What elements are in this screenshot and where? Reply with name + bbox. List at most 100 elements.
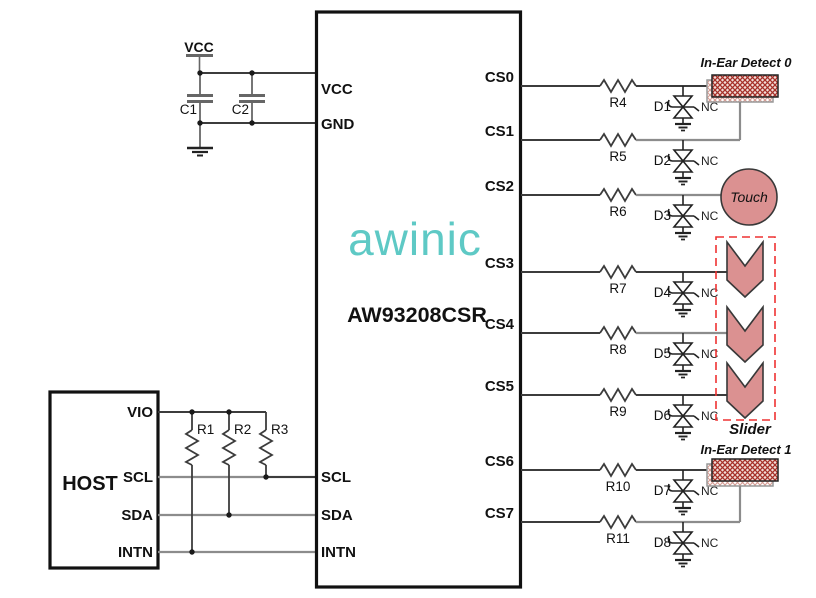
channel-cs2: R6 D3 NC bbox=[521, 187, 722, 241]
d4-nc-label: NC bbox=[701, 286, 719, 300]
touch-label: Touch bbox=[730, 189, 768, 205]
d1-label: D1 bbox=[654, 99, 671, 114]
d4-bar-curl bbox=[667, 285, 673, 294]
d7-bar-curl bbox=[667, 483, 673, 492]
d7-nc-tick bbox=[693, 490, 700, 496]
host-block: HOST VIO SCL SDA INTN bbox=[48, 390, 160, 570]
ic-pin-cs0: CS0 bbox=[485, 69, 514, 86]
ic-pin-intn: INTN bbox=[321, 544, 356, 561]
ic-pin-sda: SDA bbox=[321, 507, 353, 524]
d8-nc-label: NC bbox=[701, 536, 719, 550]
junction-dot bbox=[189, 409, 195, 415]
junction-dot bbox=[189, 549, 195, 555]
d2-triangle-top bbox=[672, 149, 694, 163]
d3-nc-label: NC bbox=[701, 209, 719, 223]
ic-pin-cs4: CS4 bbox=[485, 316, 515, 333]
c2-label: C2 bbox=[232, 102, 249, 117]
resistor-r1: R1 bbox=[184, 412, 214, 552]
host-pin-intn: INTN bbox=[118, 544, 153, 561]
d8-triangle-top bbox=[672, 531, 694, 545]
d7-triangle-bottom bbox=[672, 489, 694, 503]
in-ear-1-front-electrode bbox=[711, 458, 779, 482]
d5-nc-tick bbox=[693, 353, 700, 359]
d6-label: D6 bbox=[654, 408, 671, 423]
ic-pin-cs7: CS7 bbox=[485, 505, 514, 522]
power-section: VCC C1 C2 bbox=[180, 39, 316, 157]
touch-circle bbox=[720, 168, 778, 226]
channel-cs0: R4 D1 NC bbox=[521, 78, 719, 132]
resistor-r7-zigzag bbox=[599, 264, 637, 280]
channel-cs1: R5 D2 NC bbox=[521, 132, 740, 186]
resistor-r8-zigzag bbox=[599, 325, 637, 341]
d3-bar-curl bbox=[667, 208, 673, 217]
d2-bar-curl bbox=[667, 153, 673, 162]
r2-label: R2 bbox=[234, 422, 251, 437]
in-ear-detect-1-pad: In-Ear Detect 1 bbox=[700, 442, 792, 522]
d6-bar-curl bbox=[667, 408, 673, 417]
in-ear-detect-0-pad: In-Ear Detect 0 bbox=[700, 55, 792, 140]
d7-nc-label: NC bbox=[701, 484, 719, 498]
host-pin-sda: SDA bbox=[121, 507, 153, 524]
in-ear-detect-1-label: In-Ear Detect 1 bbox=[700, 442, 791, 457]
d5-bar-curl bbox=[667, 346, 673, 355]
d6-triangle-top bbox=[672, 404, 694, 418]
r4-label: R4 bbox=[609, 95, 627, 110]
d1-triangle-top bbox=[672, 95, 694, 109]
d4-label: D4 bbox=[654, 285, 672, 300]
d3-triangle-top bbox=[672, 204, 694, 218]
touch-sensor: Touch bbox=[720, 168, 778, 226]
c1-label: C1 bbox=[180, 102, 197, 117]
d6-nc-tick bbox=[693, 415, 700, 421]
r1-zigzag bbox=[184, 429, 200, 466]
awinic-logo: awinic bbox=[348, 213, 482, 265]
ic-pin-gnd: GND bbox=[321, 116, 355, 133]
d1-nc-tick bbox=[693, 106, 700, 112]
slider-chevron-1 bbox=[726, 239, 764, 299]
d3-triangle-bottom bbox=[672, 214, 694, 228]
junction-dot bbox=[226, 512, 232, 518]
d8-nc-tick bbox=[693, 542, 700, 548]
ic-pin-scl: SCL bbox=[321, 469, 351, 486]
r7-label: R7 bbox=[609, 281, 626, 296]
power-ground-symbol bbox=[187, 123, 213, 157]
d8-triangle-bottom bbox=[672, 541, 694, 555]
d1-bar-curl bbox=[667, 99, 673, 108]
capacitor-c2: C2 bbox=[232, 73, 265, 123]
ic-pin-vcc: VCC bbox=[321, 81, 353, 98]
ic-block: awinic AW93208CSR VCC GND SCL SDA INTN C… bbox=[314, 10, 523, 589]
d5-nc-label: NC bbox=[701, 347, 719, 361]
tvs-diode-d1: D1 NC bbox=[654, 86, 719, 132]
capacitor-c1: C1 bbox=[180, 73, 213, 123]
d5-label: D5 bbox=[654, 346, 671, 361]
resistor-r11-zigzag bbox=[599, 514, 637, 530]
d2-triangle-bottom bbox=[672, 159, 694, 173]
tvs-diode-d2: D2 NC bbox=[654, 140, 719, 186]
junction-dot bbox=[263, 474, 269, 480]
junction-dot bbox=[249, 120, 255, 126]
junction-dot bbox=[197, 120, 203, 126]
host-pin-vio: VIO bbox=[127, 404, 153, 421]
ic-pin-cs6: CS6 bbox=[485, 453, 514, 470]
vcc-supply-label: VCC bbox=[184, 39, 214, 55]
r3-label: R3 bbox=[271, 422, 288, 437]
r11-label: R11 bbox=[606, 531, 630, 546]
d5-triangle-bottom bbox=[672, 352, 694, 366]
r6-label: R6 bbox=[609, 204, 626, 219]
slider-dashed-outline bbox=[715, 236, 776, 421]
slider-chevron-2 bbox=[726, 304, 764, 364]
r1-label: R1 bbox=[197, 422, 214, 437]
d7-label: D7 bbox=[654, 483, 671, 498]
d8-label: D8 bbox=[654, 535, 671, 550]
d6-triangle-bottom bbox=[672, 414, 694, 428]
ic-pin-cs3: CS3 bbox=[485, 255, 514, 272]
r10-label: R10 bbox=[606, 479, 631, 494]
tvs-diode-d5: D5 NC bbox=[654, 333, 719, 379]
r9-label: R9 bbox=[609, 404, 626, 419]
r5-label: R5 bbox=[609, 149, 626, 164]
in-ear-detect-0-label: In-Ear Detect 0 bbox=[700, 55, 792, 70]
in-ear-0-front-electrode bbox=[711, 74, 779, 98]
d3-nc-tick bbox=[693, 215, 700, 221]
i2c-section: R1 R2 R3 bbox=[158, 409, 316, 555]
junction-dot bbox=[226, 409, 232, 415]
resistor-r5-zigzag bbox=[599, 132, 637, 148]
